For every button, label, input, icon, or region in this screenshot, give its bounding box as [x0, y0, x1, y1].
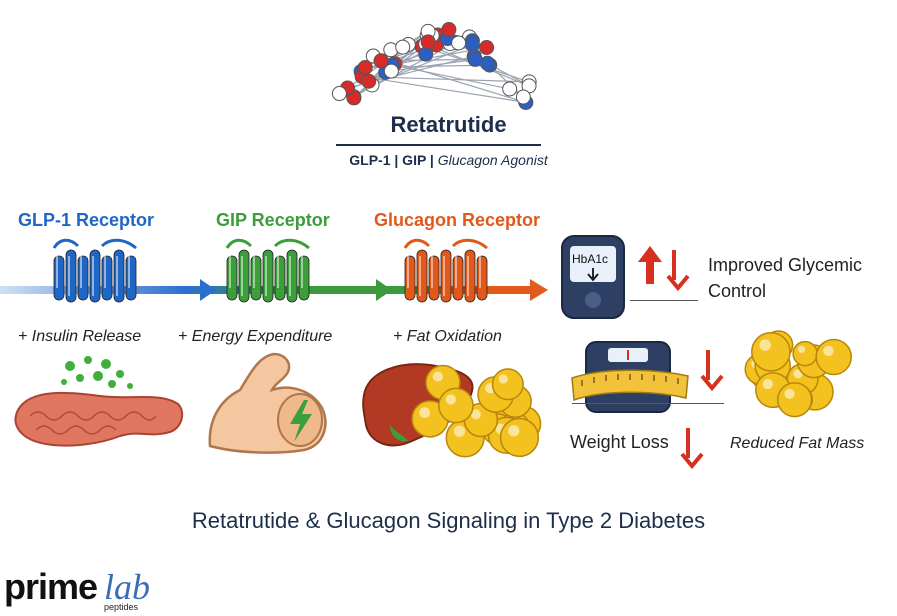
- logo-sub: peptides: [104, 602, 139, 612]
- glycemic-line-1: Improved Glycemic: [708, 255, 863, 275]
- meter-label: HbA1c: [572, 252, 609, 266]
- gip-receptor-icon: [225, 238, 310, 303]
- arrow-up-icon: [638, 246, 662, 284]
- gip-receptor-label: GIP Receptor: [216, 210, 330, 230]
- logo-lab: lab: [104, 567, 151, 607]
- glucagon-receptor-label: Glucagon Receptor: [374, 210, 541, 230]
- arrow-down-icon: [666, 250, 690, 292]
- weight-loss-text: Weight Loss: [570, 432, 669, 452]
- flow-arrowhead-gip: [376, 279, 392, 301]
- arrow-down-icon: [587, 268, 599, 282]
- page-subtitle: GLP-1 | GIP | Glucagon Agonist: [0, 152, 897, 168]
- flow-arrowhead-glucagon: [530, 279, 548, 301]
- energy-expenditure-text: + Energy Expenditure: [178, 328, 333, 345]
- glycemic-divider: [630, 300, 698, 301]
- glycemic-line-2: Control: [708, 281, 767, 301]
- logo-prime: prime: [4, 566, 98, 607]
- page-title: Retatrutide: [390, 112, 507, 137]
- weight-divider: [572, 403, 724, 404]
- fat-cells-icon: [411, 364, 542, 458]
- insulin-release-text: + Insulin Release: [18, 328, 142, 345]
- arrow-down-icon: [680, 428, 704, 470]
- footer-title: Retatrutide & Glucagon Signaling in Type…: [191, 508, 706, 533]
- glycemic-outcome-text: Improved Glycemic Control: [708, 252, 862, 304]
- reduced-fat-mass-text: Reduced Fat Mass: [730, 435, 865, 452]
- flexed-arm-icon: [208, 352, 327, 454]
- pancreas-icon: [14, 356, 184, 447]
- glp1-receptor-icon: [52, 238, 137, 303]
- bathroom-scale-icon: [571, 341, 689, 413]
- glp1-receptor-label: GLP-1 Receptor: [18, 210, 155, 230]
- subtitle-italic: Glucagon Agonist: [437, 152, 548, 168]
- flow-arrowhead-glp1: [200, 279, 216, 301]
- subtitle-main: GLP-1 | GIP |: [349, 152, 438, 168]
- fat-cells-icon: [744, 330, 852, 418]
- fat-oxidation-text: + Fat Oxidation: [393, 328, 502, 345]
- title-divider: [336, 144, 541, 146]
- arrow-down-icon: [700, 350, 724, 392]
- glucagon-receptor-icon: [403, 238, 488, 303]
